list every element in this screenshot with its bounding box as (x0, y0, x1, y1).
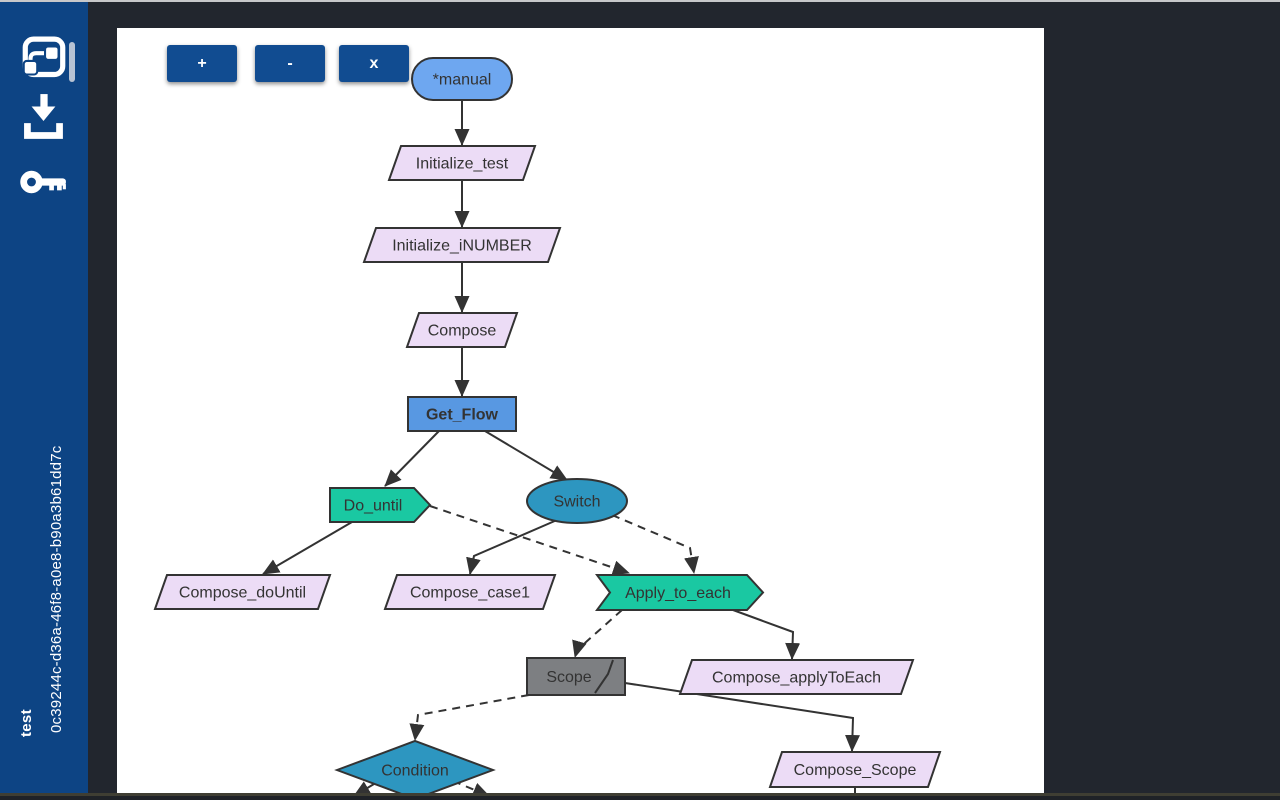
window-top-border (0, 0, 1280, 2)
node-do_until: Do_until (329, 487, 432, 523)
node-label-initialize_test: Initialize_test (416, 156, 509, 173)
sidebar: test 0c39244c-d36a-46f8-a0e8-b90a3b61dd7… (0, 0, 88, 800)
node-scope: Scope (526, 657, 626, 696)
edge-apply_to_each-scope (572, 609, 623, 658)
flow-name-label: test (18, 709, 35, 737)
node-compose: Compose (405, 312, 519, 348)
node-label-compose_dountil: Compose_doUntil (179, 585, 306, 602)
node-label-condition: Condition (381, 763, 449, 780)
close-button[interactable]: x (339, 45, 409, 82)
node-compose_applytoeach: Compose_applyToEach (678, 659, 915, 695)
node-label-compose_applytoeach: Compose_applyToEach (712, 670, 881, 687)
key-icon[interactable] (20, 164, 68, 205)
node-manual: *manual (411, 57, 513, 101)
node-label-compose_scope: Compose_Scope (794, 762, 917, 779)
node-get_flow: Get_Flow (407, 396, 517, 432)
node-compose_dountil: Compose_doUntil (153, 574, 332, 610)
edge-get_flow-switch (484, 430, 568, 481)
node-apply_to_each: Apply_to_each (595, 574, 765, 611)
edge-apply_to_each-compose_applytoeach (732, 609, 801, 660)
node-initialize_inumber: Initialize_iNUMBER (362, 227, 562, 263)
zoom-in-button[interactable]: + (167, 45, 237, 82)
node-initialize_test: Initialize_test (387, 145, 537, 181)
node-label-apply_to_each: Apply_to_each (625, 585, 731, 602)
node-switch: Switch (526, 478, 628, 524)
node-label-initialize_inumber: Initialize_iNUMBER (392, 238, 532, 255)
edge-do_until-compose_dountil (262, 521, 353, 575)
edge-do_until-apply_to_each (429, 505, 630, 576)
download-icon[interactable] (20, 92, 68, 155)
zoom-out-button[interactable]: - (255, 45, 325, 82)
node-label-compose: Compose (428, 323, 497, 340)
edge-get_flow-do_until (384, 430, 440, 487)
edge-switch-apply_to_each (611, 514, 699, 574)
sidebar-scrollbar-thumb[interactable] (69, 42, 75, 82)
node-label-compose_case1: Compose_case1 (410, 585, 530, 602)
node-compose_case1: Compose_case1 (383, 574, 557, 610)
node-label-manual: *manual (433, 72, 492, 89)
node-label-switch: Switch (553, 494, 600, 511)
flowchart: *manualInitialize_testInitialize_iNUMBER… (153, 57, 942, 794)
window-bottom-bar (0, 793, 1280, 800)
workflow-icon[interactable] (20, 36, 68, 93)
flow-id-label: 0c39244c-d36a-46f8-a0e8-b90a3b61dd7c (48, 445, 65, 733)
node-label-do_until: Do_until (344, 498, 403, 515)
node-label-scope: Scope (546, 669, 591, 686)
node-condition: Condition (334, 739, 496, 794)
node-label-get_flow: Get_Flow (426, 407, 499, 424)
edge-switch-compose_case1 (466, 519, 558, 575)
node-compose_scope: Compose_Scope (768, 751, 942, 788)
edge-scope-condition (409, 694, 530, 741)
